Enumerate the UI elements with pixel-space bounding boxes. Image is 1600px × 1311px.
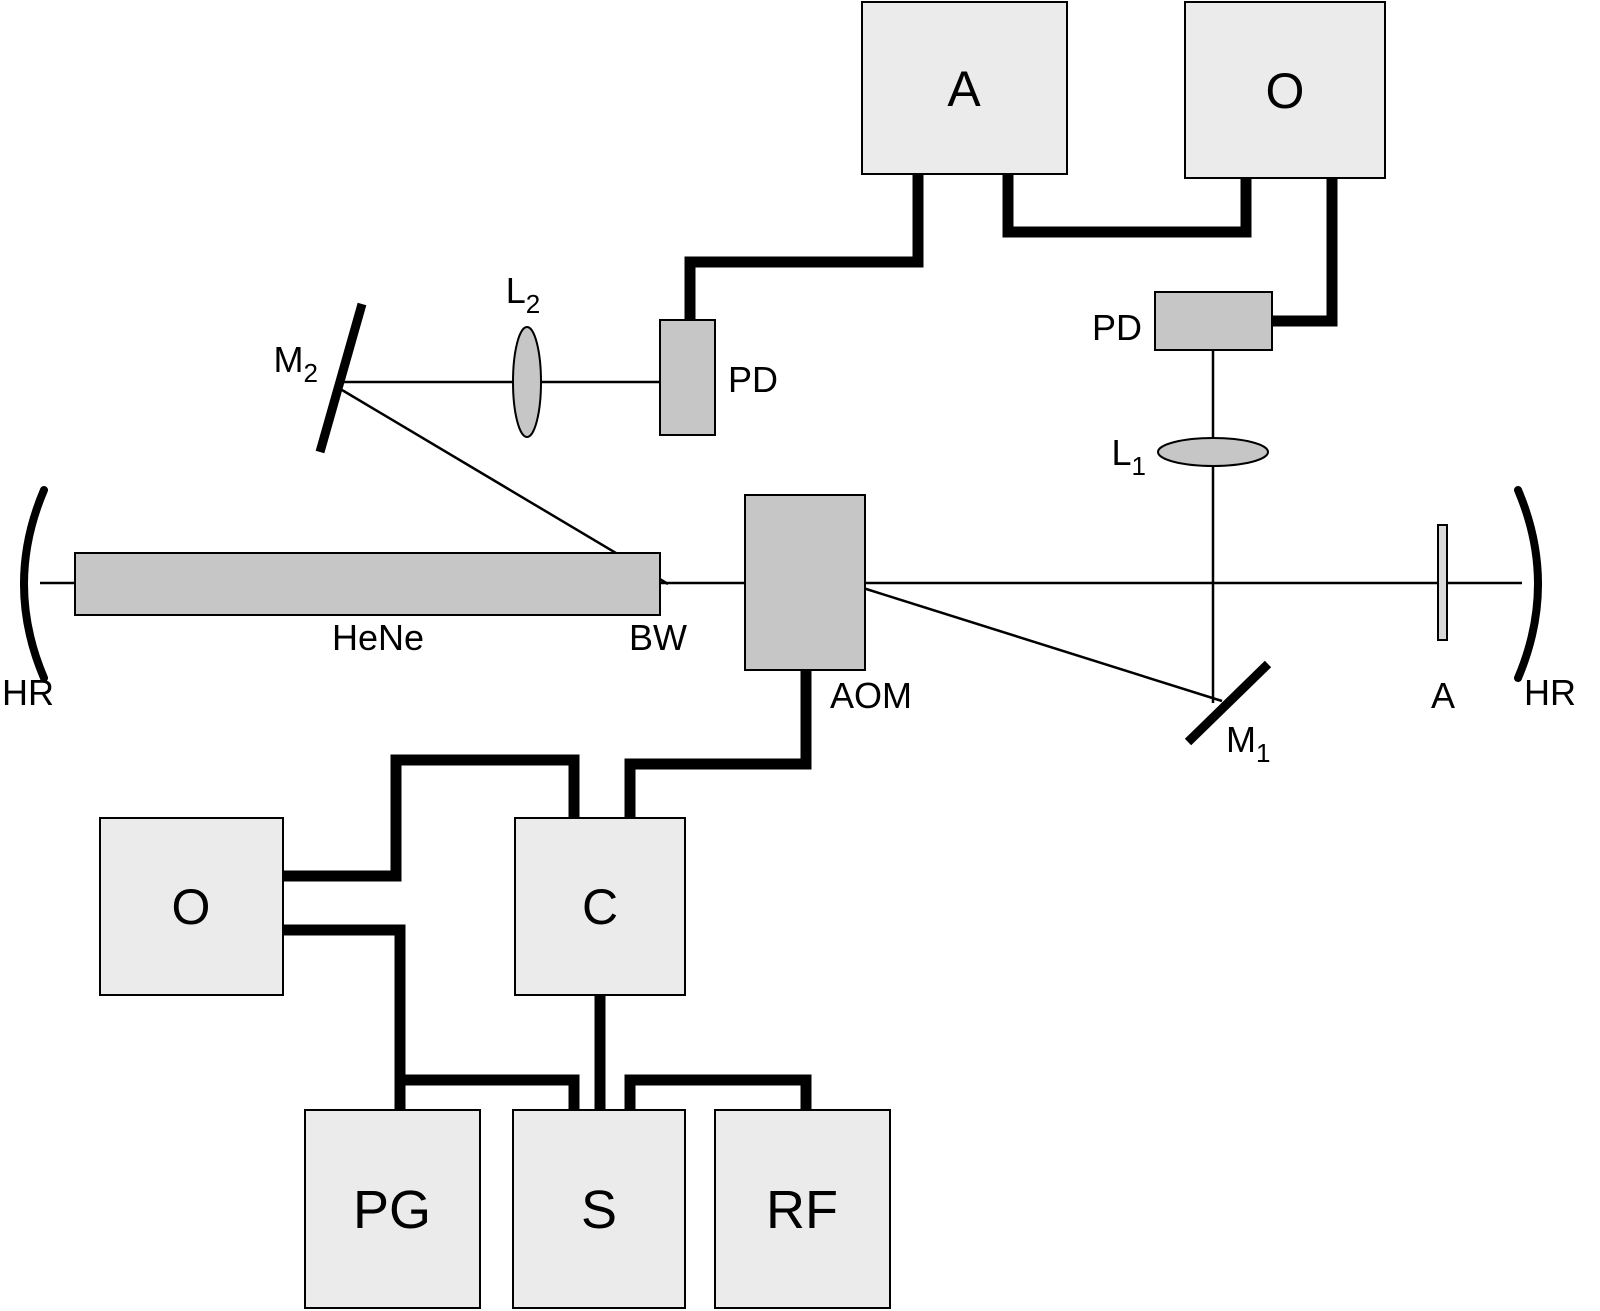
oscilloscope-bottom-label: O (172, 879, 211, 935)
photodetector-right (1154, 291, 1273, 351)
mirror-m1-sub: 1 (1256, 738, 1270, 768)
synthesizer-box (512, 1109, 686, 1309)
pulse-generator-label: PG (353, 1180, 431, 1240)
amplifier-box (861, 1, 1068, 175)
aom-modulator (744, 494, 866, 671)
oscilloscope-bottom-box (99, 817, 284, 996)
mirror-m1-base: M (1226, 719, 1256, 760)
lens-l2 (512, 326, 542, 438)
mirror-m2 (315, 302, 367, 454)
aperture-plate (1437, 524, 1448, 641)
mirror-m1-label: M1 (1226, 719, 1270, 768)
hr-right-label: HR (1524, 672, 1576, 713)
brewster-window-label: BW (629, 617, 687, 658)
rf-source-box (714, 1109, 891, 1309)
amplifier-label: A (947, 61, 981, 117)
hene-laser-tube (74, 552, 661, 616)
wire-amplifier-to-pd-left (684, 170, 924, 326)
wire-counter-to-oscilloscope-bottom (280, 754, 580, 882)
aperture-label: A (1431, 675, 1455, 716)
hene-label: HeNe (332, 617, 424, 658)
lens-l1 (1157, 437, 1269, 467)
mirror-m2-sub: 2 (304, 358, 318, 388)
lens-l1-label: L1 (1112, 432, 1147, 481)
lens-l1-sub: 1 (1132, 451, 1146, 481)
hr-mirror-right (1514, 486, 1542, 682)
aom-m1-beam (862, 586, 1223, 703)
wire-junction-to-synthesizer (400, 1074, 580, 1116)
oscilloscope-top-label: O (1266, 63, 1305, 119)
lens-l2-label: L2 (506, 270, 541, 319)
counter-label: C (582, 879, 618, 935)
pd-left-label: PD (728, 359, 778, 400)
mirror-m1 (1184, 660, 1272, 746)
mirror-m2-label: M2 (274, 339, 318, 388)
oscilloscope-top-box (1184, 1, 1386, 179)
m2-brewster-beam (341, 388, 669, 586)
hr-left-label: HR (2, 672, 54, 713)
rf-source-label: RF (766, 1180, 838, 1240)
lens-l2-sub: 2 (526, 289, 540, 319)
synthesizer-label: S (581, 1180, 617, 1240)
mirror-m2-base: M (274, 339, 304, 380)
pulse-generator-box (304, 1109, 481, 1309)
wire-oscilloscope-to-pulse-generator (280, 924, 406, 1116)
aom-label: AOM (830, 675, 912, 716)
wire-amplifier-to-oscilloscope (1002, 170, 1252, 238)
hr-mirror-left (20, 486, 48, 682)
lens-l2-base: L (506, 270, 526, 311)
wire-synthesizer-to-rf (624, 1074, 812, 1116)
wire-oscilloscope-to-pd-right (1263, 170, 1338, 327)
wire-aom-to-counter (624, 664, 812, 824)
counter-box (514, 817, 686, 996)
pd-right-label: PD (1092, 307, 1142, 348)
photodetector-left (659, 319, 716, 436)
lens-l1-base: L (1112, 432, 1132, 473)
